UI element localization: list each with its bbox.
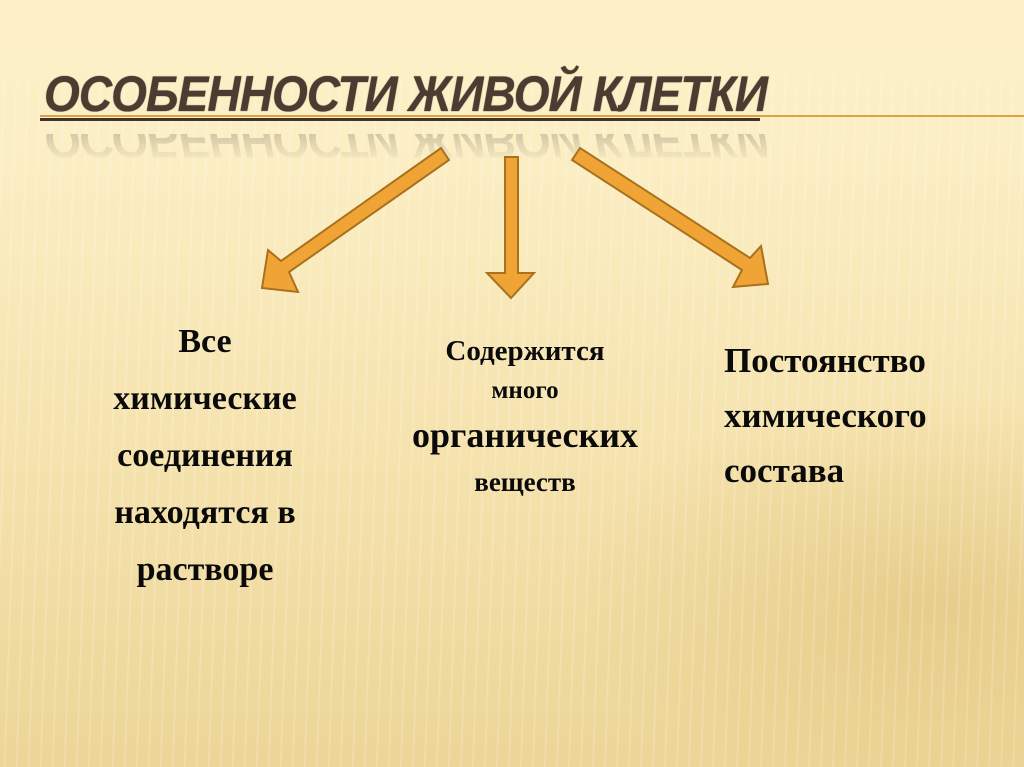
text-line: химического	[724, 396, 927, 435]
arrow-down-icon	[484, 156, 537, 300]
title-accent-line	[40, 115, 1024, 117]
feature-right-text: Постоянство химического состава	[724, 333, 1014, 498]
text-line: химические	[113, 380, 297, 417]
feature-left-text: Все химические соединения находятся в ра…	[70, 313, 340, 598]
text-line: состава	[724, 451, 845, 490]
text-line: веществ	[474, 467, 576, 497]
slide-title: ОСОБЕННОСТИ ЖИВОЙ КЛЕТКИ	[44, 66, 768, 122]
arrow-down-left-icon	[260, 146, 451, 294]
text-line: Постоянство	[724, 341, 926, 380]
title-underline	[40, 118, 760, 121]
feature-middle-text: Содержится много органических веществ	[370, 328, 680, 502]
text-line: находятся в	[114, 494, 296, 531]
text-line: много	[491, 377, 559, 404]
text-line: Все	[178, 323, 232, 360]
text-line: соединения	[117, 437, 293, 474]
text-line: органических	[411, 415, 639, 455]
text-line: Содержится	[445, 335, 605, 367]
arrow-down-right-icon	[570, 146, 770, 289]
text-line: растворе	[136, 551, 274, 588]
